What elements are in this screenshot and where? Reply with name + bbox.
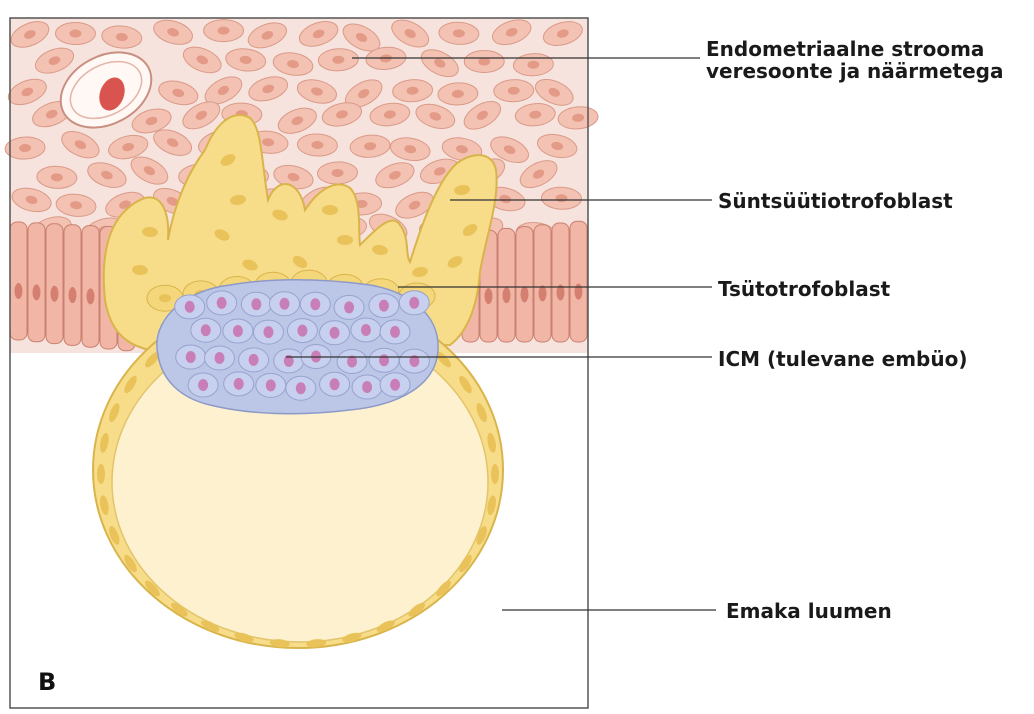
label-uterine-lumen: Emaka luumen (726, 600, 892, 622)
icm-cell (351, 318, 381, 342)
epithelial-cell (498, 228, 515, 342)
icm-cell (334, 295, 364, 319)
epithelial-cell (82, 226, 99, 348)
cytotrophoblast-nucleus (97, 464, 105, 484)
icm-cell (224, 372, 254, 396)
stroma-cell (204, 20, 244, 42)
icm-cell (380, 320, 410, 344)
icm-cell (369, 348, 399, 372)
stroma-cell (55, 22, 95, 44)
icm-cell (176, 345, 206, 369)
icm-cell (286, 376, 316, 400)
label-syncytiotrophoblast: Süntsüütiotrofoblast (718, 190, 953, 212)
icm-cell (269, 292, 299, 316)
epithelial-cell (46, 224, 63, 344)
icm-cell (188, 373, 218, 397)
icm-cell (256, 373, 286, 397)
icm-cell (369, 294, 399, 318)
icm-cell (239, 348, 269, 372)
icm-cell (191, 318, 221, 342)
label-stroma-line2: veresoonte ja näärmetega (706, 60, 1004, 82)
icm-cell (320, 321, 350, 345)
icm-cell (320, 372, 350, 396)
icm-cell (399, 349, 429, 373)
epithelial-cell (28, 223, 45, 342)
label-cytotrophoblast: Tsütotrofoblast (718, 278, 890, 300)
icm-cell (274, 349, 304, 373)
epithelial-cell (64, 225, 81, 346)
icm-cell (300, 292, 330, 316)
icm-cell (352, 375, 382, 399)
panel-letter: B (38, 668, 56, 696)
icm-cell (205, 346, 235, 370)
icm-cell (253, 320, 283, 344)
icm-cell (287, 319, 317, 343)
icm-cell (223, 319, 253, 343)
epithelial-cell (516, 227, 533, 342)
icm-cell (175, 295, 205, 319)
cytotrophoblast-nucleus (491, 464, 499, 484)
icm-cell (207, 291, 237, 315)
epithelial-cell (534, 225, 551, 342)
icm-cell (241, 292, 271, 316)
epithelial-cell (570, 221, 587, 342)
label-stroma-line1: Endometriaalne strooma (706, 38, 984, 60)
icm-cell (380, 373, 410, 397)
label-icm: ICM (tulevane embüo) (718, 348, 967, 370)
epithelial-cell (552, 223, 569, 342)
icm-cell (399, 291, 429, 315)
icm-cell (337, 349, 367, 373)
epithelial-cell (10, 222, 27, 340)
stroma-cell (464, 50, 504, 72)
